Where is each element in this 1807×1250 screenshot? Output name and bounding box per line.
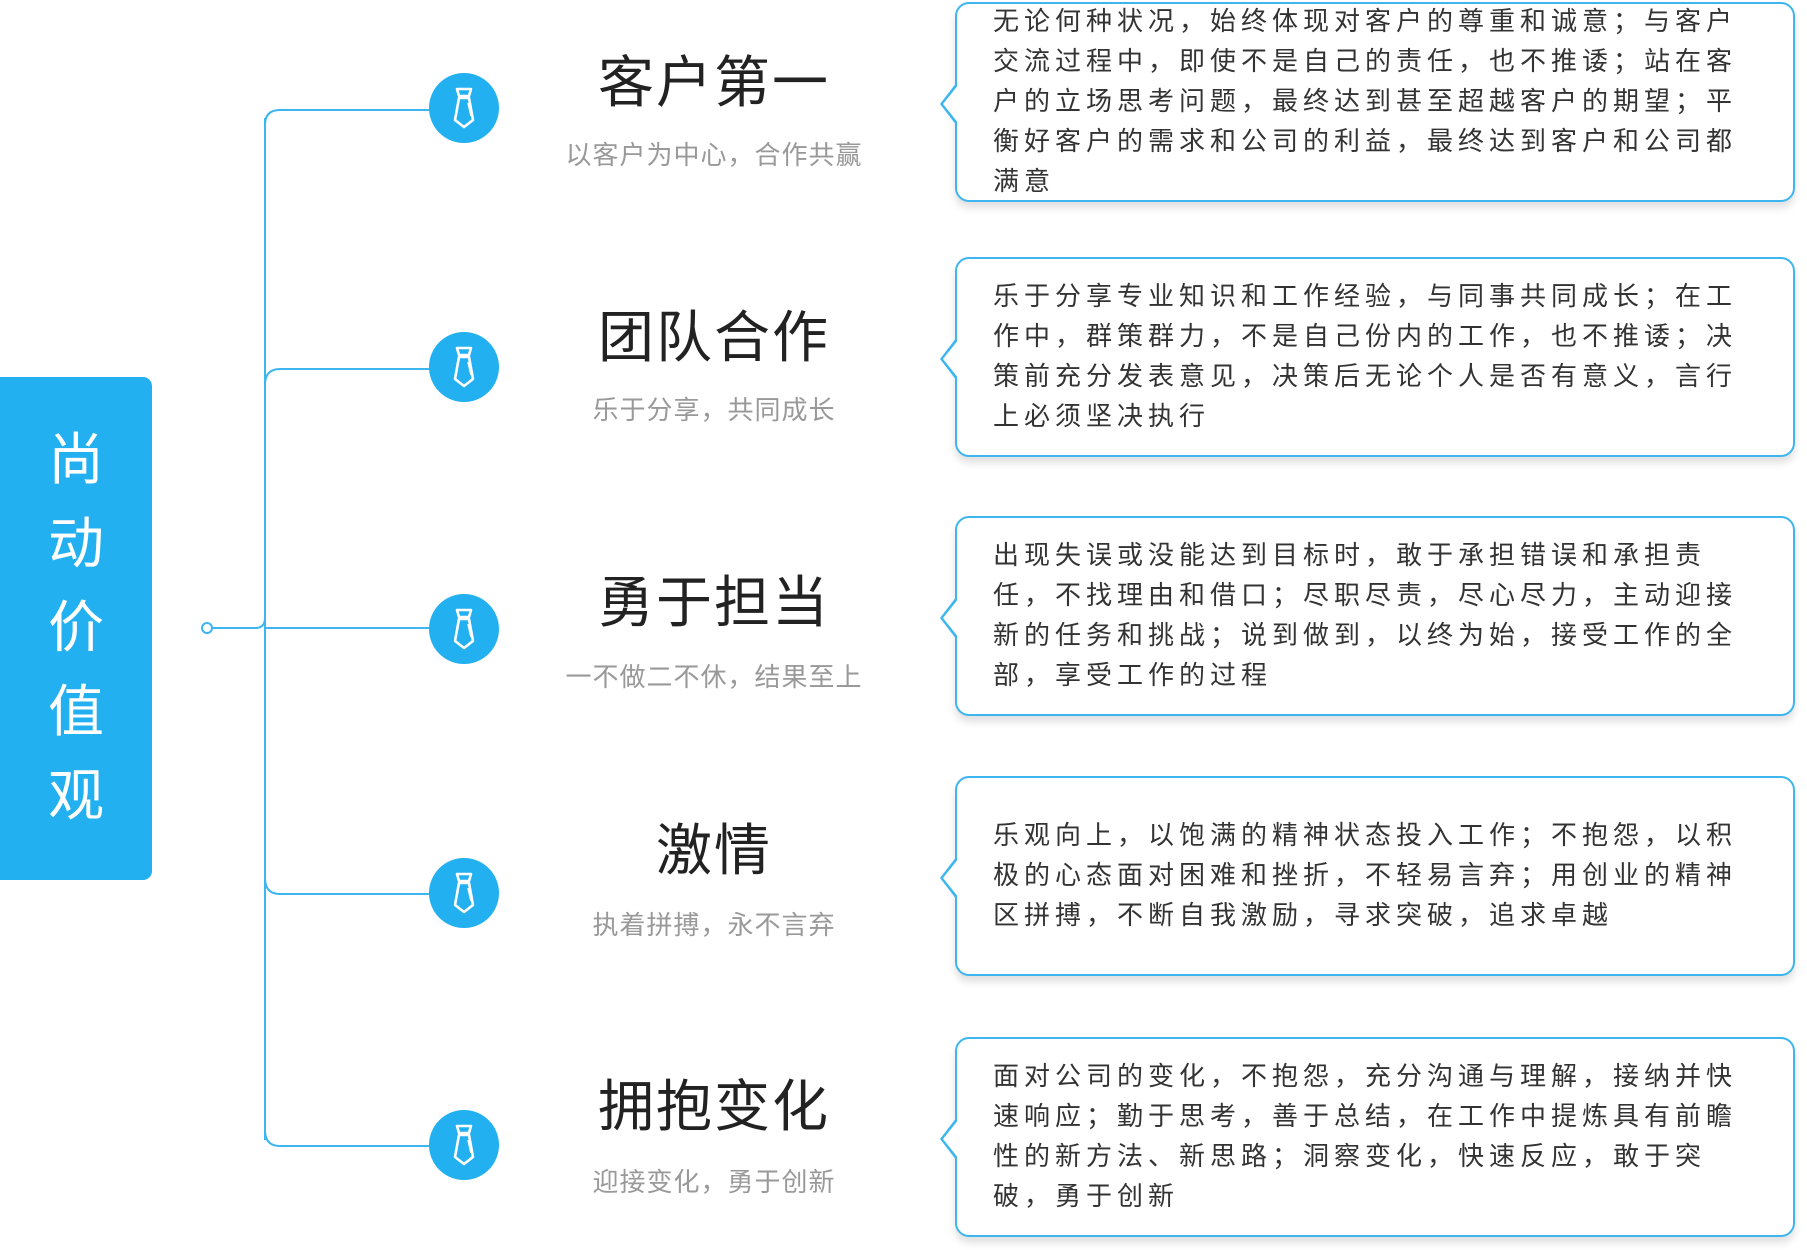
value-subtitle: 执着拼搏，永不言弃 <box>592 911 836 941</box>
value-description-card: 无论何种状况，始终体现对客户的尊重和诚意；与客户交流过程中，即使不是自己的责任，… <box>940 2 1795 202</box>
value-description: 乐观向上，以饱满的精神状态投入工作；不抱怨，以积极的心态面对困难和挫折，不轻易言… <box>993 821 1738 931</box>
value-node-icon <box>429 73 499 143</box>
root-char: 动 <box>48 511 104 577</box>
tie-icon <box>453 608 475 650</box>
value-title: 拥抱变化 <box>598 1075 830 1140</box>
root-char: 观 <box>48 763 104 829</box>
root-char: 尚 <box>48 427 104 493</box>
value-description: 面对公司的变化，不抱怨，充分沟通与理解，接纳并快速响应；勤于思考，善于总结，在工… <box>993 1062 1738 1212</box>
value-description-card: 乐于分享专业知识和工作经验，与同事共同成长；在工作中，群策群力，不是自己份内的工… <box>940 257 1795 457</box>
tie-icon <box>453 87 475 129</box>
value-subtitle: 迎接变化，勇于创新 <box>592 1168 836 1198</box>
branch-1 <box>264 109 430 126</box>
tie-icon <box>453 1124 475 1166</box>
value-description-card: 乐观向上，以饱满的精神状态投入工作；不抱怨，以积极的心态面对困难和挫折，不轻易言… <box>940 776 1795 976</box>
root-char: 价 <box>48 595 104 661</box>
root-connector-dot <box>201 622 213 634</box>
branch-4 <box>264 877 430 895</box>
value-node-icon <box>429 858 499 928</box>
value-description-card: 出现失误或没能达到目标时，敢于承担错误和承担责任，不找理由和借口；尽职尽责，尽心… <box>940 516 1795 716</box>
value-description: 乐于分享专业知识和工作经验，与同事共同成长；在工作中，群策群力，不是自己份内的工… <box>993 282 1738 432</box>
branch-2 <box>264 368 430 386</box>
value-subtitle: 以客户为中心，合作共赢 <box>565 141 863 171</box>
value-subtitle: 一不做二不休，结果至上 <box>565 663 863 693</box>
value-node-icon <box>429 332 499 402</box>
value-title: 激情 <box>656 819 772 884</box>
value-description: 出现失误或没能达到目标时，敢于承担错误和承担责任，不找理由和借口；尽职尽责，尽心… <box>993 541 1738 691</box>
branch-5 <box>264 1129 430 1147</box>
value-title: 团队合作 <box>598 306 830 371</box>
tie-icon <box>453 346 475 388</box>
root-node-core-values: 尚 动 价 值 观 <box>0 377 152 880</box>
value-description-card: 面对公司的变化，不抱怨，充分沟通与理解，接纳并快速响应；勤于思考，善于总结，在工… <box>940 1037 1795 1237</box>
value-node-icon <box>429 1110 499 1180</box>
value-title: 客户第一 <box>598 51 830 116</box>
value-title: 勇于担当 <box>598 571 830 636</box>
value-node-icon <box>429 594 499 664</box>
root-connector <box>212 617 266 629</box>
tie-icon <box>453 872 475 914</box>
value-subtitle: 乐于分享，共同成长 <box>592 396 836 426</box>
value-description: 无论何种状况，始终体现对客户的尊重和诚意；与客户交流过程中，即使不是自己的责任，… <box>993 7 1738 197</box>
root-char: 值 <box>48 679 104 745</box>
